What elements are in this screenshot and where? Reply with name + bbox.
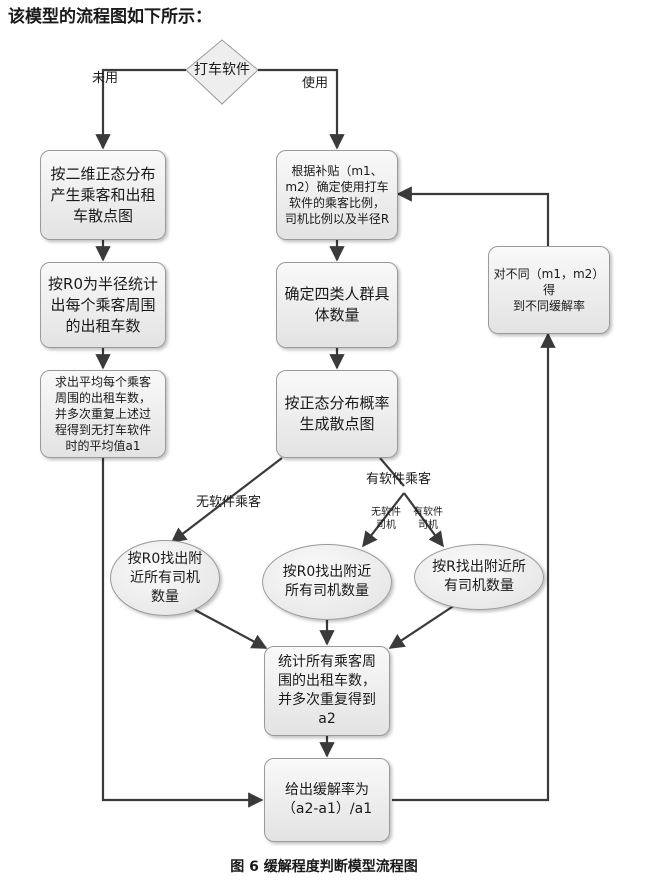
edge-decision-left (95, 68, 186, 150)
edge-loop-center (396, 186, 550, 246)
edge-decision-right (258, 68, 345, 150)
edge-result-loop (392, 332, 556, 802)
step-count-taxis-r0: 按R0为半径统计 出每个乘客周围 的出租车数 (40, 262, 166, 348)
step-different-rates: 对不同（m1，m2） 得 到不同缓解率 (488, 246, 610, 334)
label-has-app-driver: 有软件 司机 (413, 507, 443, 531)
step-normal-scatter: 按正态分布概率 生成散点图 (276, 370, 398, 458)
ellipse-r-drivers: 按R找出附近所 有司机数量 (414, 544, 544, 610)
label-no-app-passenger: 无软件乘客 (196, 495, 262, 510)
step-subsidy-ratio: 根据补贴（m1、 m2）确定使用打车 软件的乘客比例， 司机比例以及半径R (276, 150, 398, 240)
step-generate-scatter-2d: 按二维正态分布 产生乘客和出租 车散点图 (40, 150, 166, 240)
ellipse-r0-drivers-no-app: 按R0找出附 近所有司机 数量 (110, 540, 220, 616)
edge-ell3-merge (388, 604, 456, 649)
edge-split-no-app (170, 457, 283, 543)
step-average-a1: 求出平均每个乘客 周围的出租车数， 并多次重复上述过 程得到无打车软件 时的平均… (40, 370, 166, 458)
step-count-a2: 统计所有乘客周 围的出租车数， 并多次重复得到 a2 (264, 646, 390, 736)
edge-ell1-merge (194, 609, 268, 649)
branch-label-used: 使用 (302, 76, 329, 91)
edge-left-to-result (101, 458, 264, 808)
decision-label: 打车软件 (194, 61, 250, 78)
label-no-app-driver: 无软件 司机 (371, 507, 401, 531)
page-heading: 该模型的流程图如下所示： (8, 7, 212, 27)
edge-split-has-app (379, 457, 405, 487)
ellipse-r0-drivers: 按R0找出附近 所有司机数量 (262, 544, 392, 620)
figure-caption: 图 6 缓解程度判断模型流程图 (230, 859, 418, 875)
edge-has-app-to-r (403, 492, 444, 548)
step-four-groups: 确定四类人群具 体数量 (276, 262, 398, 348)
branch-label-not-used: 未用 (92, 71, 119, 86)
edge-has-app-to-r0 (362, 492, 405, 548)
step-result-rate: 给出缓解率为 （a2-a1）/a1 (264, 758, 390, 842)
decision-diamond (185, 39, 259, 105)
label-has-app-passenger: 有软件乘客 (366, 472, 432, 487)
